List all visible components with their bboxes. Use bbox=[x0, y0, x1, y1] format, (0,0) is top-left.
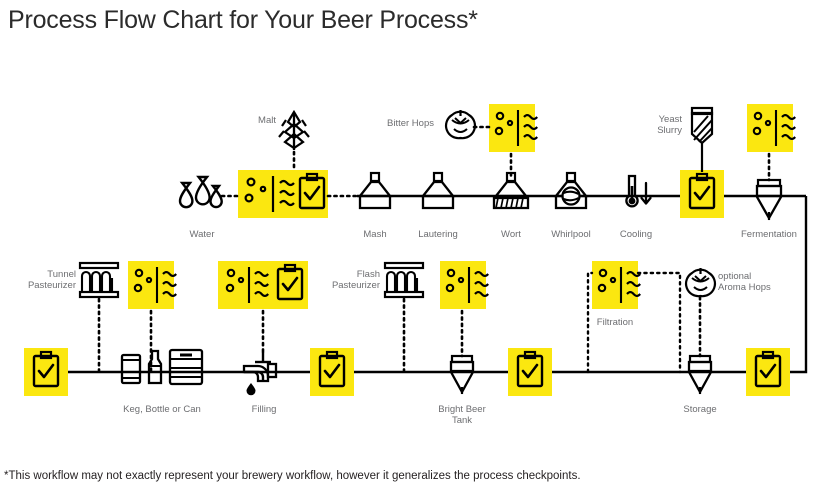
label-wort: Wort bbox=[501, 229, 521, 240]
label-filling: Filling bbox=[251, 404, 277, 415]
yeast-slurry-icon bbox=[690, 106, 714, 172]
highlight-filtration-sample bbox=[592, 261, 638, 309]
label-fermentation: Fermentation bbox=[741, 229, 797, 240]
thermometer-down-icon bbox=[625, 174, 652, 208]
whirlpool-icon bbox=[553, 171, 589, 210]
keg-bottle-can-icon bbox=[120, 348, 204, 386]
label-bright-beer-tank: Bright Beer Tank bbox=[438, 404, 486, 426]
wort-kettle-icon bbox=[492, 171, 530, 210]
mash-tun-icon bbox=[357, 171, 393, 210]
barley-stalk-icon bbox=[278, 109, 310, 150]
water-drops-icon bbox=[178, 175, 223, 209]
storage-tank-icon bbox=[687, 354, 713, 395]
sample-analysis-icon-filtration bbox=[597, 267, 641, 303]
footnote-text: *This workflow may not exactly represent… bbox=[4, 470, 581, 482]
sample-analysis-icon-tunnel bbox=[133, 267, 177, 303]
highlight-bbt-sample bbox=[440, 261, 486, 309]
label-bitter-hops: Bitter Hops bbox=[387, 118, 434, 129]
sample-analysis-icon-wort bbox=[494, 110, 538, 146]
clipboard-check-icon-fermentation bbox=[688, 172, 716, 210]
label-filtration: Filtration bbox=[596, 317, 634, 328]
lauter-tun-icon bbox=[420, 171, 456, 210]
hop-cone-icon-bitter bbox=[445, 110, 476, 140]
label-mash: Mash bbox=[363, 229, 387, 240]
pasteurizer-coil-icon-flash bbox=[383, 261, 425, 299]
label-yeast-slurry: Yeast Slurry bbox=[657, 114, 682, 136]
page-title: Process Flow Chart for Your Beer Process… bbox=[8, 6, 478, 34]
bright-beer-tank-icon bbox=[449, 354, 475, 395]
label-tunnel-pasteurizer: Tunnel Pasteurizer bbox=[27, 269, 76, 291]
sample-analysis-icon-filling bbox=[225, 267, 269, 303]
label-packaging: Keg, Bottle or Can bbox=[123, 404, 201, 415]
sample-analysis-icon-bbt bbox=[445, 267, 489, 303]
pasteurizer-coil-icon-tunnel bbox=[78, 261, 120, 299]
clipboard-check-icon-packaging bbox=[32, 350, 60, 388]
label-aroma-hops: optional Aroma Hops bbox=[718, 271, 771, 293]
clipboard-check-icon-filling-sample bbox=[276, 263, 304, 301]
hop-cone-icon-aroma bbox=[685, 268, 716, 298]
clipboard-check-icon-bbt bbox=[516, 350, 544, 388]
sample-analysis-icon-fermentation bbox=[752, 110, 796, 146]
label-water: Water bbox=[189, 229, 215, 240]
label-malt: Malt bbox=[258, 115, 276, 126]
highlight-blocks bbox=[24, 104, 793, 396]
sample-analysis-icon-mash bbox=[244, 176, 295, 212]
clipboard-check-icon-storage bbox=[754, 350, 782, 388]
clipboard-check-icon-filling-main bbox=[318, 350, 346, 388]
label-whirlpool: Whirlpool bbox=[551, 229, 591, 240]
tap-fill-icon bbox=[242, 352, 278, 396]
label-lautering: Lautering bbox=[418, 229, 458, 240]
highlight-fermentation-sample bbox=[747, 104, 793, 152]
label-cooling: Cooling bbox=[619, 229, 653, 240]
fermenter-icon bbox=[755, 178, 783, 221]
clipboard-check-icon-mash bbox=[298, 172, 326, 210]
highlight-tunnel-sample bbox=[128, 261, 174, 309]
filtration-bypass-line bbox=[586, 271, 682, 374]
label-storage: Storage bbox=[683, 404, 717, 415]
highlight-wort-sample bbox=[489, 104, 535, 152]
label-flash-pasteurizer: Flash Pasteurizer bbox=[331, 269, 380, 291]
